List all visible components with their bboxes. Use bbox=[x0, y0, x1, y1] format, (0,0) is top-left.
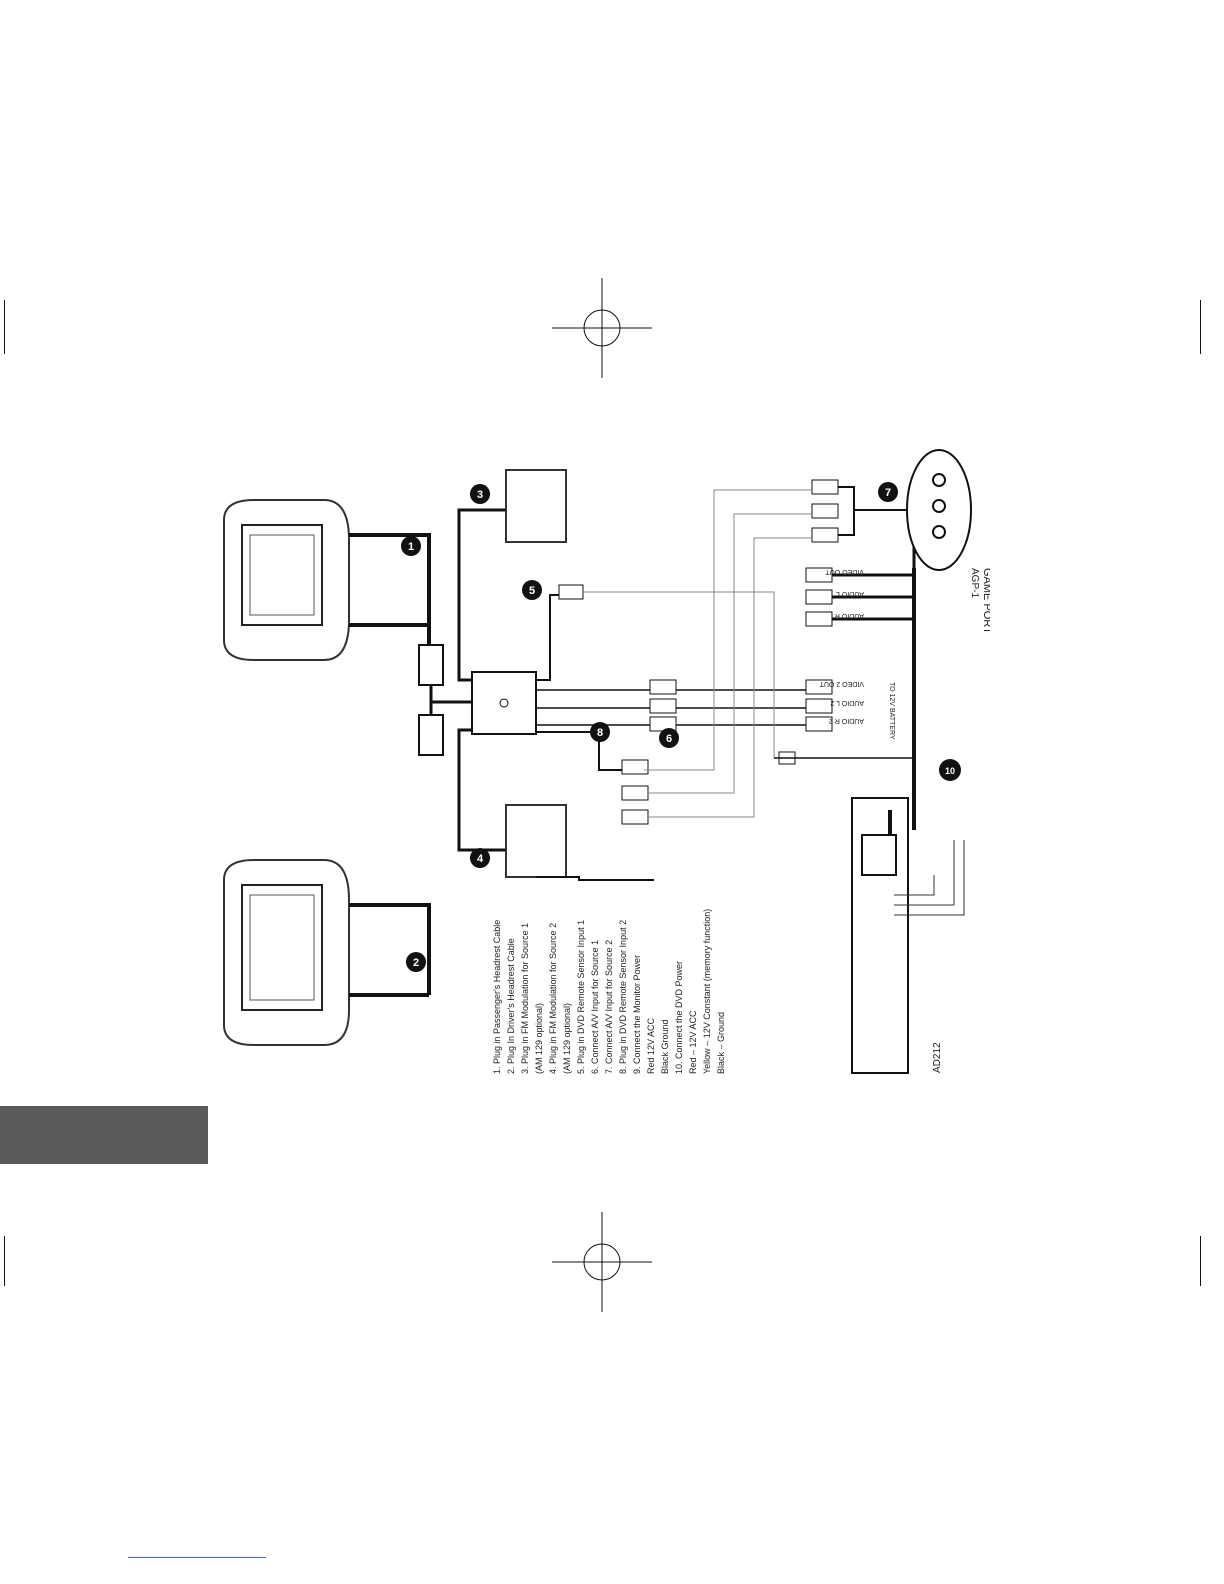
instruction-step: 2. Plug In Driver's Headrest Cable bbox=[506, 938, 516, 1074]
av-output-label: VIDEO OUT bbox=[825, 568, 864, 575]
crop-mark bbox=[4, 300, 5, 354]
instruction-step: 8. Plug in DVD Remote Sensor Input 2 bbox=[618, 920, 628, 1074]
instruction-step: Black – Ground bbox=[716, 1012, 726, 1074]
headrest-monitor-2 bbox=[223, 859, 350, 1046]
callout-number: 3 bbox=[477, 489, 483, 501]
instruction-step: 10. Connect the DVD Power bbox=[674, 961, 684, 1074]
instruction-step: 5. Plug in DVD Remote Sensor Input 1 bbox=[576, 920, 586, 1074]
callout-number: 5 bbox=[529, 585, 535, 597]
instruction-step: 7. Connect A/V Input for Source 2 bbox=[604, 940, 614, 1074]
av-output-label: AUDIO R 2 bbox=[829, 717, 864, 724]
instruction-step: (AM 129 optional) bbox=[534, 1003, 544, 1074]
av-output-label: AUDIO L bbox=[836, 590, 864, 597]
instruction-step: Black Ground bbox=[660, 1019, 670, 1074]
model-label: AD212 bbox=[932, 1042, 943, 1073]
crop-mark bbox=[1200, 300, 1201, 354]
instruction-step: 6. Connect A/V Input for Source 1 bbox=[590, 940, 600, 1074]
power-label: TO 12V BATTERY bbox=[888, 682, 895, 740]
av-output-label: AUDIO L 2 bbox=[830, 699, 864, 706]
instruction-step: Red – 12V ACC bbox=[688, 1010, 698, 1074]
callout-markers bbox=[401, 482, 961, 972]
game-port-title: GAME PORT bbox=[981, 568, 990, 634]
callout-number: 8 bbox=[597, 727, 603, 739]
registration-crosshair-top bbox=[552, 278, 652, 378]
junction-box bbox=[471, 671, 537, 735]
instruction-step: Yellow – 12V Constant (memory function) bbox=[702, 909, 712, 1074]
crop-mark bbox=[1200, 1236, 1201, 1286]
instruction-step: Red 12V ACC bbox=[646, 1017, 656, 1074]
headrest-monitor-1 bbox=[223, 499, 350, 661]
instruction-step: 3. Plug in FM Modulation for Source 1 bbox=[520, 923, 530, 1074]
instruction-step: 9. Connect the Monitor Power bbox=[632, 955, 642, 1074]
dvd-player bbox=[851, 797, 909, 1074]
callout-number: 2 bbox=[413, 957, 419, 969]
game-port-model: AGP-1 bbox=[969, 568, 980, 598]
instruction-step: (AM 129 optional) bbox=[562, 1003, 572, 1074]
av-output-label: VIDEO 2 OUT bbox=[819, 680, 864, 687]
fm-modulator-3 bbox=[505, 469, 567, 543]
registration-crosshair-bottom bbox=[552, 1212, 652, 1312]
instruction-step: 4. Plug in FM Modulation for Source 2 bbox=[548, 923, 558, 1074]
callout-number: 4 bbox=[477, 853, 484, 865]
callout-number: 7 bbox=[885, 487, 891, 499]
callout-number: 1 bbox=[408, 541, 414, 553]
wiring-diagram: 1 2 3 4 5 6 7 8 10 1. Plug in Passenger's Headre… bbox=[223, 449, 990, 1074]
av-output-label: AUDIO R bbox=[835, 612, 864, 619]
game-port-agp1 bbox=[906, 449, 972, 571]
callout-number: 6 bbox=[666, 733, 672, 745]
footer-rule bbox=[128, 1557, 266, 1558]
instruction-step: 1. Plug in Passenger's Headrest Cable bbox=[492, 920, 502, 1074]
callout-number: 10 bbox=[945, 766, 955, 776]
section-tab bbox=[0, 1106, 208, 1164]
crop-mark bbox=[4, 1236, 5, 1286]
fm-modulator-4 bbox=[505, 804, 567, 878]
